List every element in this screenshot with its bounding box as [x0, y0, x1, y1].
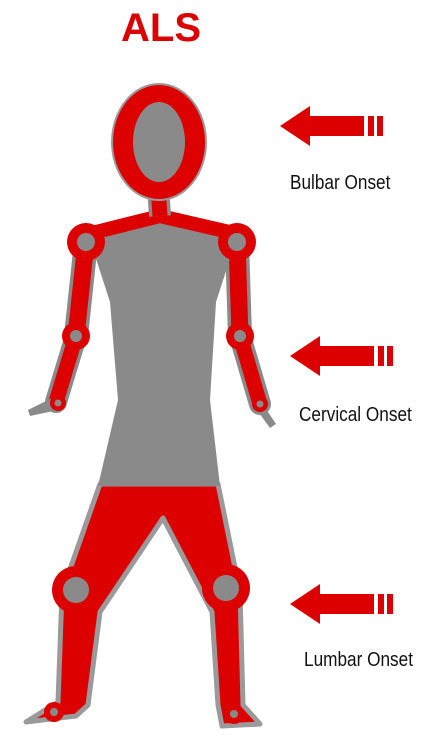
cervical-arrow-icon [288, 334, 400, 378]
head [112, 84, 206, 200]
cervical-onset-label: Cervical Onset [299, 403, 412, 427]
torso [88, 186, 238, 486]
page-title: ALS [0, 4, 322, 52]
bulbar-onset-label: Bulbar Onset [290, 171, 390, 195]
bulbar-arrow-icon [278, 104, 390, 148]
legs [26, 484, 260, 726]
lumbar-onset-label: Lumbar Onset [304, 648, 413, 672]
lumbar-arrow-icon [288, 582, 400, 626]
